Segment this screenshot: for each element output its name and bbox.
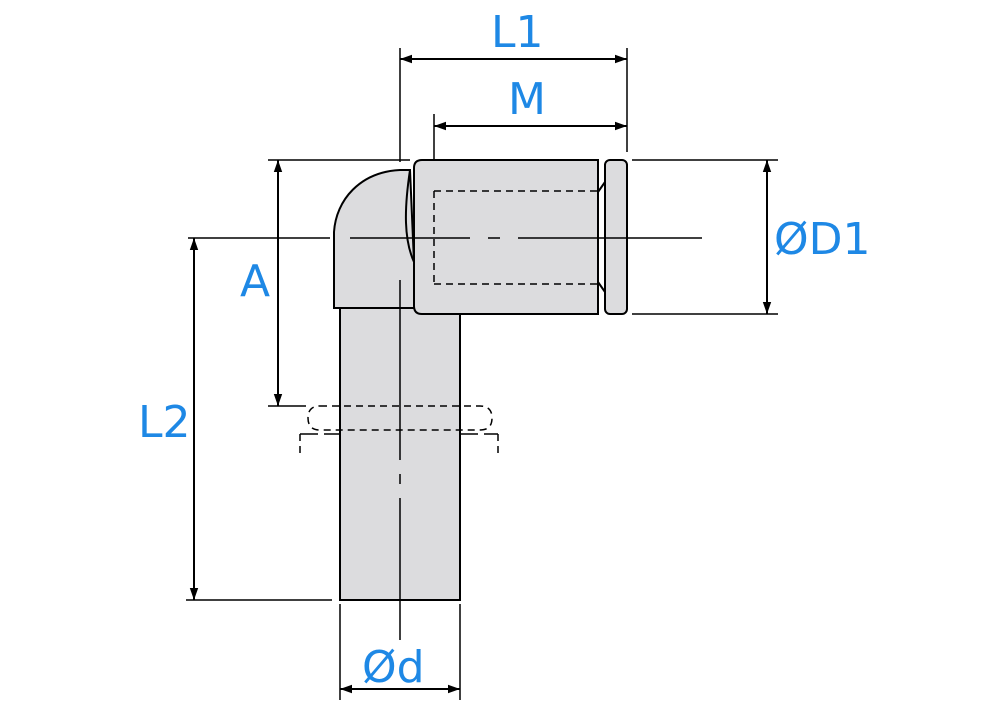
elbow-inner-curve [404, 169, 415, 263]
hidden-bore-lines [433, 190, 600, 285]
dimension-lines [189, 54, 772, 694]
label-od1: ØD1 [774, 214, 871, 265]
label-m: M [508, 74, 546, 125]
label-l2: L2 [138, 397, 191, 448]
label-od: Ød [362, 642, 425, 693]
center-lines [188, 237, 702, 640]
release-collar [604, 159, 628, 315]
extension-lines [186, 48, 778, 700]
push-in-body [413, 159, 599, 315]
label-l1: L1 [491, 7, 544, 58]
label-a: A [240, 256, 271, 307]
hidden-o-ring [299, 405, 499, 458]
collar-chamfer [597, 181, 606, 293]
